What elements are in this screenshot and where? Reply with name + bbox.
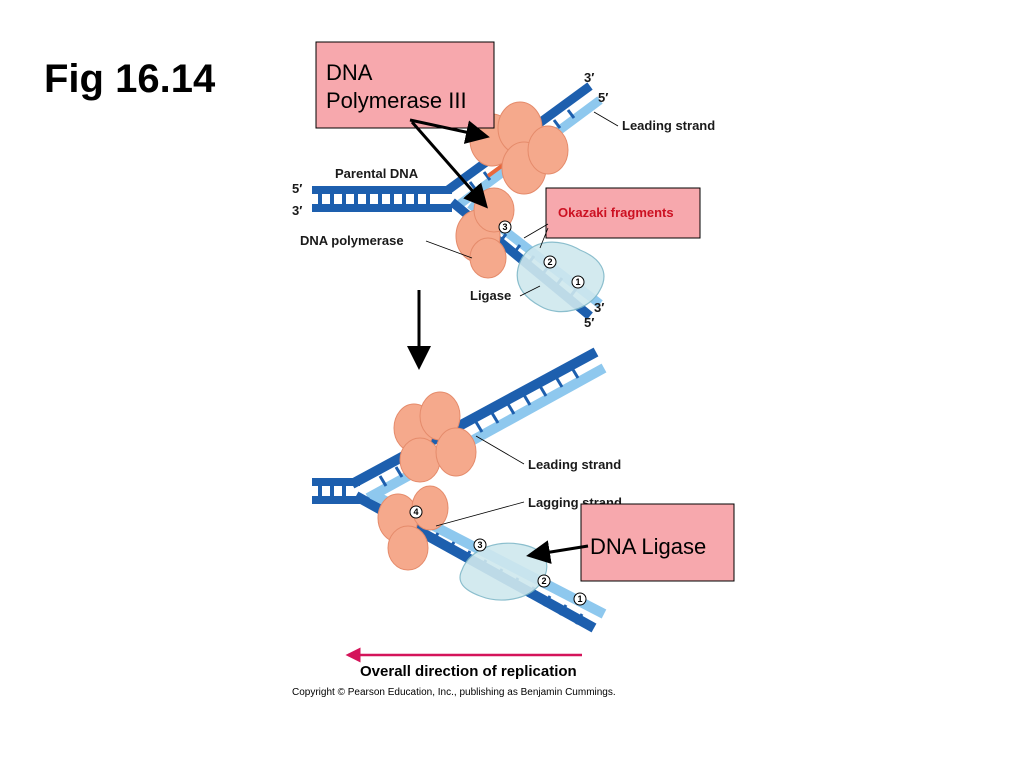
callout-arrow-ligase xyxy=(526,540,589,564)
svg-text:2: 2 xyxy=(547,257,552,267)
ligase-label: Ligase xyxy=(470,288,511,303)
bottom-upper-arm xyxy=(349,347,607,503)
dna-polymerase-bottom-upper xyxy=(393,391,477,483)
svg-text:Polymerase III: Polymerase III xyxy=(326,88,467,113)
svg-text:4: 4 xyxy=(413,507,418,517)
svg-text:1: 1 xyxy=(575,277,580,287)
bottom-parental-stub xyxy=(312,478,360,504)
svg-text:3: 3 xyxy=(477,540,482,550)
end-5prime-left: 5′ xyxy=(292,181,302,196)
callout-arrow-upper-polymerase xyxy=(409,118,490,144)
callout-dna-polymerase-iii: DNA Polymerase III xyxy=(315,41,495,209)
svg-text:DNA: DNA xyxy=(326,60,373,85)
callout-dna-ligase: DNA Ligase xyxy=(526,503,735,582)
parental-dna-duplex xyxy=(312,186,452,212)
end-5prime-bottom: 5′ xyxy=(584,315,594,330)
ligase-leader xyxy=(519,285,541,297)
svg-text:1: 1 xyxy=(577,594,582,604)
fragment-marker-1-bottom: 1 xyxy=(573,592,587,606)
leading-strand-label-bottom: Leading strand xyxy=(528,457,621,472)
copyright-text: Copyright © Pearson Education, Inc., pub… xyxy=(292,687,616,698)
fragment-marker-2-bottom: 2 xyxy=(537,574,551,588)
dna-polymerase-bottom-lower xyxy=(377,485,449,571)
callout-okazaki-fragments: Okazaki fragments xyxy=(523,187,701,249)
fragment-marker-4-bottom: 4 xyxy=(409,505,423,519)
svg-text:Okazaki fragments: Okazaki fragments xyxy=(558,205,674,220)
fragment-marker-2-top: 2 xyxy=(543,255,557,269)
leading-strand-label-top: Leading strand xyxy=(622,118,715,133)
callout-arrow-lower-polymerase xyxy=(410,121,488,209)
fragment-marker-1-top: 1 xyxy=(571,275,585,289)
dna-polymerase-top-upper xyxy=(469,101,569,195)
end-5prime-top: 5′ xyxy=(598,90,608,105)
end-3prime-top: 3′ xyxy=(584,70,594,85)
svg-text:3: 3 xyxy=(502,222,507,232)
svg-text:2: 2 xyxy=(541,576,546,586)
leading-strand-leader-top xyxy=(593,111,619,127)
overall-direction: Overall direction of replication xyxy=(345,647,582,680)
lagging-strand-leader xyxy=(435,501,525,527)
ligase-enzyme-top xyxy=(516,241,605,313)
bottom-replication-fork: 4 3 2 1 Leading strand Lagging strand xyxy=(312,347,622,633)
leading-strand-leader-bottom xyxy=(475,435,525,465)
fragment-marker-3-bottom: 3 xyxy=(473,538,487,552)
end-3prime-bottom: 3′ xyxy=(594,300,604,315)
dna-polymerase-label: DNA polymerase xyxy=(300,233,404,248)
direction-label: Overall direction of replication xyxy=(360,663,577,680)
figure-title: Fig 16.14 xyxy=(44,57,216,101)
end-3prime-left: 3′ xyxy=(292,203,302,218)
parental-dna-label: Parental DNA xyxy=(335,166,419,181)
svg-text:DNA Ligase: DNA Ligase xyxy=(590,534,706,559)
dna-polymerase-leader xyxy=(425,240,473,259)
fragment-marker-3-top: 3 xyxy=(498,220,512,234)
